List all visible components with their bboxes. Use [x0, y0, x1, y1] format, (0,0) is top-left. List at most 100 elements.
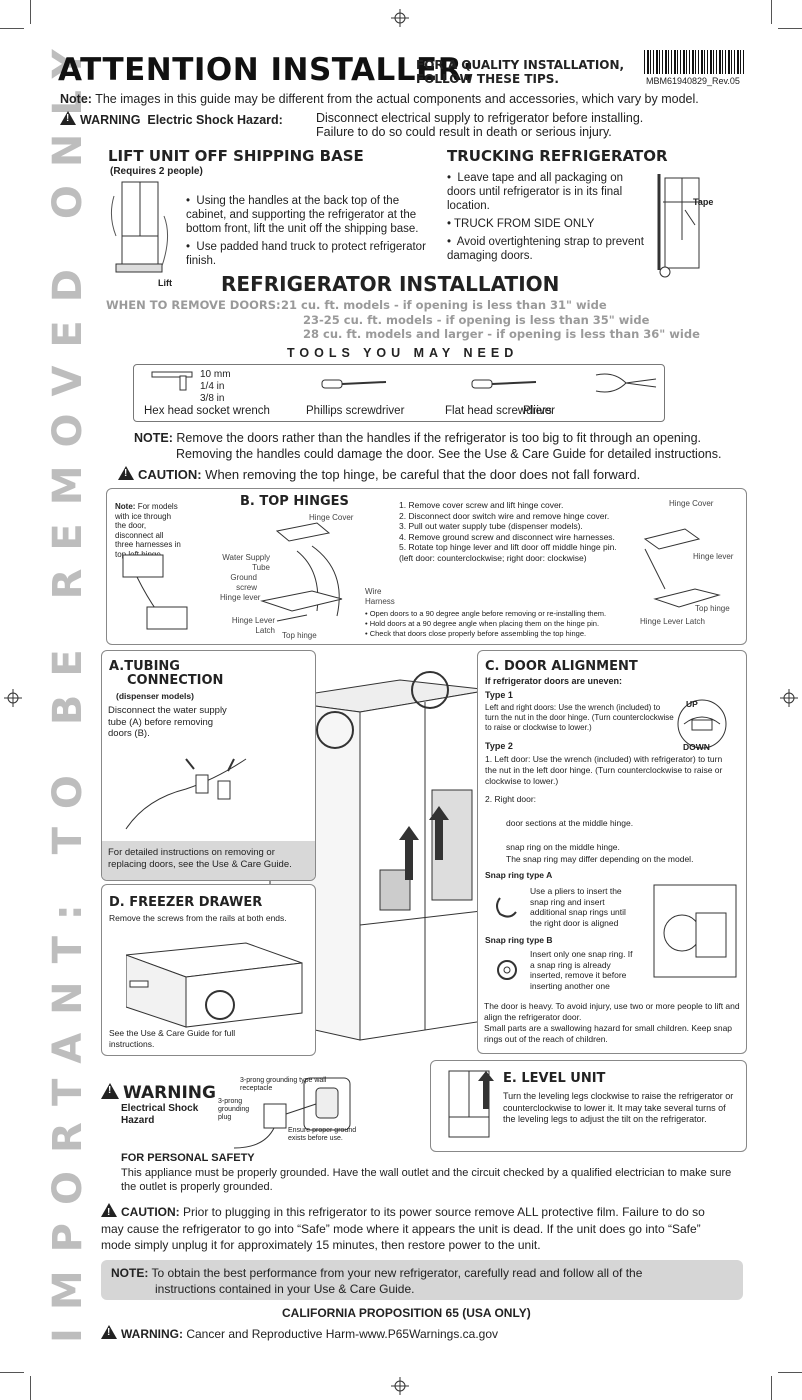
- lift-fridge-illustration: [110, 181, 168, 273]
- when-line2: 23-25 cu. ft. models - if opening is les…: [303, 313, 650, 327]
- top-hinges-title: B. TOP HINGES: [240, 494, 349, 509]
- freezer-illustration: [126, 942, 303, 1028]
- warning-elec-icon: [101, 1083, 119, 1099]
- note-bottom-box: NOTE: To obtain the best performance fro…: [101, 1260, 743, 1300]
- warning-top-text: Disconnect electrical supply to refriger…: [316, 111, 644, 139]
- snap-ring-b-icon: [497, 960, 517, 980]
- snap-ring-a-icon: [496, 897, 517, 918]
- snap-b-text: Insert only one snap ring. If a snap rin…: [530, 949, 633, 991]
- door-alignment-title: C. DOOR ALIGNMENT: [485, 659, 638, 674]
- label-hinge-cover: Hinge Cover: [309, 513, 354, 522]
- ground-label: Ensure proper ground exists before use.: [288, 1127, 357, 1142]
- registration-mark-top: [391, 9, 409, 27]
- tool-pliers-label: Pliers: [523, 405, 552, 417]
- type2-right: 2. Right door:: [485, 794, 537, 804]
- prop65-warning: WARNING: Cancer and Reproductive Harm-ww…: [101, 1325, 498, 1341]
- grounding-illustration: [233, 1077, 351, 1149]
- doc-code: MBM61940829_Rev.05: [646, 76, 740, 86]
- level-box: E. LEVEL UNIT Turn the leveling legs clo…: [430, 1060, 747, 1152]
- label-r-hinge-lever: Hinge lever: [693, 552, 734, 561]
- label-water-supply: Water Supply Tube: [222, 553, 270, 572]
- label-top-hinge: Top hinge: [282, 631, 317, 640]
- warning-elec-sub: Electrical Shock Hazard: [121, 1103, 199, 1126]
- label-hinge-lever-latch: Hinge Lever Latch: [231, 616, 275, 635]
- door-alignment-box: C. DOOR ALIGNMENT If refrigerator doors …: [477, 650, 747, 1054]
- door-alignment-sub: If refrigerator doors are uneven:: [485, 676, 623, 686]
- tools-title: TOOLS YOU MAY NEED: [287, 346, 519, 360]
- down-label: DOWN: [683, 742, 710, 752]
- right-c: The snap ring may differ depending on th…: [506, 854, 694, 864]
- tools-box: 10 mm 1/4 in 3/8 in Hex head socket wren…: [133, 364, 665, 422]
- label-r-hinge-lever-latch: Hinge Lever Latch: [640, 617, 705, 626]
- note-hinge-illustration: [122, 554, 188, 630]
- lift-people: (Requires 2 people): [110, 166, 203, 177]
- receptacle-label: 3-prong grounding type wall receptacle: [240, 1077, 327, 1092]
- warning-triangle-icon: [60, 111, 76, 125]
- tool-wrench-label: Hex head socket wrench: [144, 405, 270, 417]
- lift-label: Lift: [158, 278, 172, 288]
- lift-title: LIFT UNIT OFF SHIPPING BASE: [108, 147, 364, 165]
- level-title: E. LEVEL UNIT: [503, 1071, 606, 1086]
- top-hinge-illustration: [260, 522, 343, 622]
- warning-elec: WARNING: [101, 1083, 216, 1103]
- label-r-hinge-cover: Hinge Cover: [669, 499, 714, 508]
- registration-mark-right: [780, 689, 798, 707]
- type2-label: Type 2: [485, 741, 513, 751]
- tool-sizes: 10 mm 1/4 in 3/8 in: [200, 369, 231, 404]
- caution-hinge: CAUTION: When removing the top hinge, be…: [118, 466, 640, 482]
- freezer-see: See the Use & Care Guide for full instru…: [109, 1028, 236, 1049]
- tool-phillips-label: Phillips screwdriver: [306, 405, 405, 417]
- caution-film-icon: [101, 1203, 117, 1222]
- page-title: ATTENTION INSTALLER:: [58, 52, 475, 88]
- label-hinge-lever: Hinge lever: [220, 593, 261, 602]
- safety-title: FOR PERSONAL SAFETY: [121, 1152, 255, 1164]
- side-banner: IMPORTANT: TO BE REMOVED ONLY BY CUSTOME…: [45, 0, 91, 1343]
- level-illustration: [448, 1070, 494, 1138]
- caution-triangle-icon: [118, 466, 134, 480]
- snap-a-text: Use a pliers to insert the snap ring and…: [530, 886, 626, 928]
- type1-label: Type 1: [485, 690, 513, 700]
- trucking-title: TRUCKING REFRIGERATOR: [447, 147, 668, 165]
- trucking-bullets: • Leave tape and all packaging on doors …: [447, 172, 644, 262]
- tubing-illustration: [125, 758, 247, 830]
- warning-top: WARNING Electric Shock Hazard:: [60, 111, 283, 127]
- tubing-title: A.TUBING CONNECTION: [109, 659, 224, 688]
- caution-film: CAUTION: Prior to plugging in this refri…: [101, 1203, 721, 1254]
- registration-mark-left: [4, 689, 22, 707]
- note-bottom: NOTE: To obtain the best performance fro…: [111, 1266, 643, 1296]
- prop65-warning-icon: [101, 1325, 117, 1339]
- top-hinges-bullets: • Open doors to a 90 degree angle before…: [365, 609, 607, 638]
- prop65-title: CALIFORNIA PROPOSITION 65 (USA ONLY): [282, 1306, 531, 1320]
- phillips-screwdriver-icon: [321, 379, 387, 389]
- snap-b-label: Snap ring type B: [485, 935, 553, 945]
- barcode: [644, 50, 744, 74]
- type1-text: Left and right doors: Use the wrench (in…: [485, 703, 674, 732]
- when-line3: 28 cu. ft. models and larger - if openin…: [303, 327, 700, 341]
- right-a: door sections at the middle hinge.: [506, 818, 634, 828]
- label-ground-screw: Ground screw: [230, 573, 257, 592]
- snap-a-label: Snap ring type A: [485, 870, 553, 880]
- freezer-text: Remove the screws from the rails at both…: [109, 913, 287, 923]
- level-text: Turn the leveling legs clockwise to rais…: [503, 1091, 734, 1124]
- right-b: snap ring on the middle hinge.: [506, 842, 620, 852]
- plug-label: 3-prong grounding plug: [218, 1098, 250, 1121]
- up-label: UP: [686, 699, 698, 709]
- hinge-snap-illustration: [653, 884, 737, 978]
- tool-flathead-label: Flat head screwdriver: [445, 405, 555, 417]
- socket-wrench-icon: [151, 371, 193, 391]
- tubing-box: A.TUBING CONNECTION (dispenser models) D…: [101, 650, 316, 881]
- note-doors: NOTE: Remove the doors rather than the h…: [134, 431, 722, 461]
- lift-bullets: • Using the handles at the back top of t…: [186, 195, 426, 267]
- heavy-text: The door is heavy. To avoid injury, use …: [484, 1001, 740, 1044]
- pliers-icon: [595, 373, 657, 393]
- top-hinges-note: Note: For models with ice through the do…: [115, 502, 181, 559]
- right-hinge-illustration: [643, 528, 721, 608]
- freezer-box: D. FREEZER DRAWER Remove the screws from…: [101, 884, 316, 1056]
- when-line1: 21 cu. ft. models - if opening is less t…: [281, 298, 607, 312]
- freezer-title: D. FREEZER DRAWER: [109, 895, 263, 910]
- flathead-screwdriver-icon: [471, 379, 537, 389]
- tubing-detail-strip: [102, 841, 315, 880]
- installation-title: REFRIGERATOR INSTALLATION: [221, 272, 560, 296]
- registration-mark-bottom: [391, 1377, 409, 1395]
- tape-label: Tape: [693, 197, 714, 207]
